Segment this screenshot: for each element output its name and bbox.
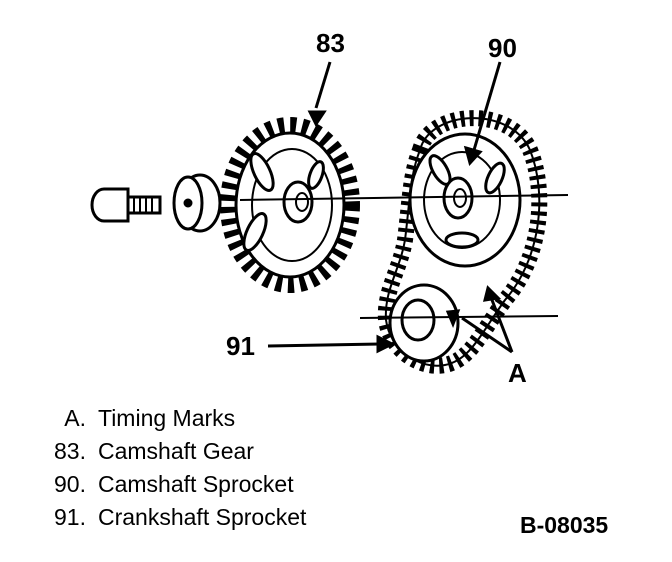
legend-item: A. Timing Marks bbox=[22, 402, 306, 435]
legend-key: 91. bbox=[54, 504, 86, 530]
legend-label: Camshaft Sprocket bbox=[98, 471, 294, 497]
bolt bbox=[90, 187, 162, 223]
legend-label: Timing Marks bbox=[98, 405, 236, 431]
centre-lines bbox=[239, 194, 569, 319]
legend-item: 91. Crankshaft Sprocket bbox=[22, 501, 306, 534]
legend-key: 83. bbox=[54, 438, 86, 464]
legend-label: Camshaft Gear bbox=[98, 438, 254, 464]
crankshaft-sprocket bbox=[388, 283, 460, 363]
legend-key: A. bbox=[64, 405, 86, 431]
camshaft-sprocket bbox=[408, 132, 522, 268]
callout-camshaft-gear: 83 bbox=[316, 28, 345, 58]
legend-item: 90. Camshaft Sprocket bbox=[22, 468, 306, 501]
timing-chain bbox=[377, 110, 548, 374]
legend-item: 83. Camshaft Gear bbox=[22, 435, 306, 468]
callout-crankshaft-sprocket: 91 bbox=[226, 331, 255, 361]
camshaft-gear bbox=[220, 117, 360, 293]
timing-chain-diagram bbox=[90, 61, 569, 374]
figure-id: B-08035 bbox=[520, 512, 609, 538]
callout-camshaft-sprocket: 90 bbox=[488, 33, 517, 63]
legend-label: Crankshaft Sprocket bbox=[98, 504, 307, 530]
legend-key: 90. bbox=[54, 471, 86, 497]
leader-lines bbox=[267, 61, 514, 354]
callout-timing-marks: A bbox=[508, 358, 527, 388]
washer bbox=[172, 173, 222, 233]
legend: A. Timing Marks 83. Camshaft Gear 90. Ca… bbox=[22, 402, 306, 534]
